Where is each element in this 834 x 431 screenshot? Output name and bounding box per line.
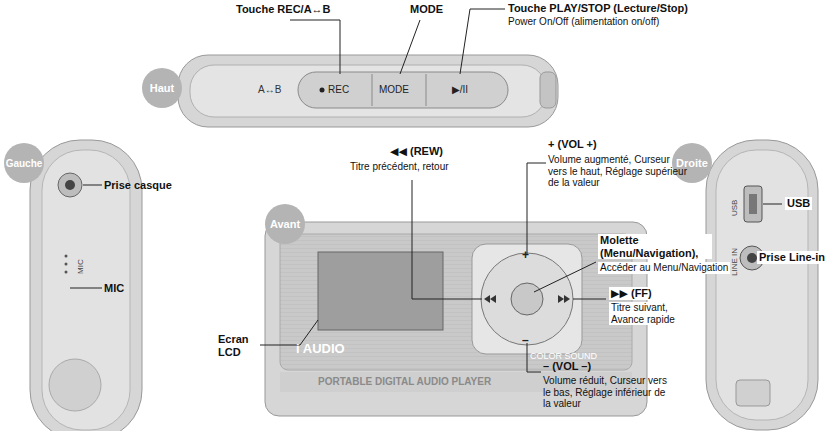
- callout-label: MODE: [410, 3, 443, 16]
- port-marking: USB: [730, 200, 739, 216]
- callout-description: Titre précédent, retour: [350, 161, 449, 173]
- callout-label: + (VOL +): [548, 138, 597, 151]
- leader-line: [290, 9, 505, 74]
- badge-text: Avant: [270, 218, 300, 230]
- callout-label: Prise casque: [104, 179, 172, 192]
- button-marking: A↔B: [258, 84, 281, 96]
- callout-label: MIC: [104, 282, 124, 295]
- callout-description: Accéder au Menu/Navigation: [598, 262, 730, 274]
- button-marking: MODE: [379, 84, 409, 96]
- callout-label: Prise Line-in: [757, 251, 827, 264]
- port-marking: LINE IN: [730, 248, 739, 276]
- button-marking: ▶/II: [452, 84, 468, 96]
- view-badge: Gauche: [4, 143, 44, 183]
- callout-label: Molette (Menu/Navigation),: [598, 234, 712, 259]
- leader-line: [260, 163, 606, 372]
- callout-label: Touche PLAY/STOP (Lecture/Stop): [508, 2, 688, 15]
- badge-text: Haut: [150, 82, 174, 94]
- product-marking: COLOR SOUND: [530, 351, 597, 361]
- callout-description: Power On/Off (alimentation on/off): [508, 16, 659, 28]
- badge-text: Gauche: [6, 158, 43, 169]
- view-badge: Avant: [265, 204, 305, 244]
- callout-label: Touche REC/A↔B: [236, 3, 331, 16]
- callout-description: Volume réduit, Curseur vers le bas, Régl…: [543, 375, 673, 410]
- callout-description: Volume augmenté, Curseur vers le haut, R…: [548, 154, 688, 189]
- button-marking: –: [522, 334, 529, 348]
- callout-label: ▶▶ (FF): [609, 287, 654, 300]
- button-marking: REC: [328, 84, 349, 96]
- callout-label: – (VOL –): [543, 360, 591, 373]
- callout-description: Titre suivant, Avance rapide: [609, 302, 693, 325]
- port-marking: MIC: [76, 259, 85, 274]
- top-view: [150, 55, 558, 127]
- brand-logo: i AUDIO: [296, 342, 345, 357]
- callout-label: ◀◀ (REW): [390, 145, 443, 158]
- view-badge: Haut: [142, 68, 182, 108]
- button-marking: +: [522, 249, 529, 263]
- right-view: [706, 140, 818, 430]
- callout-label: USB: [785, 197, 812, 210]
- product-marking: PORTABLE DIGITAL AUDIO PLAYER: [318, 376, 491, 388]
- view-badge: Droite: [672, 143, 712, 183]
- callout-label: Ecran LCD: [218, 333, 258, 358]
